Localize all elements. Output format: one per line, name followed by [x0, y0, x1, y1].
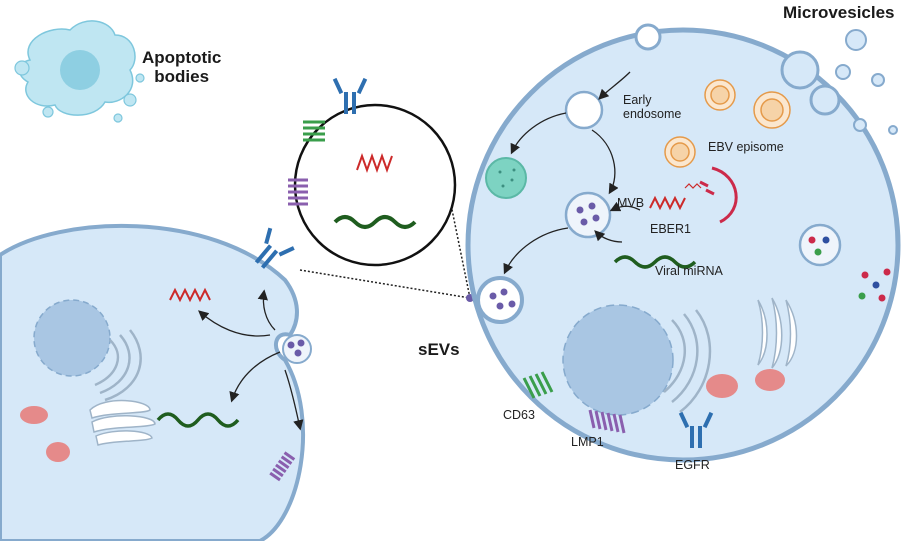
ebv-virion: [664, 79, 791, 168]
mitochondrion: [46, 442, 70, 462]
viral-mirna-green: [156, 412, 240, 428]
viral-mirna: [613, 255, 697, 269]
eber1-label: EBER1: [650, 222, 691, 236]
recipient-nucleus: [33, 299, 111, 377]
mitochondrion: [706, 374, 738, 398]
mitochondrion: [755, 369, 785, 391]
donor-nucleus: [562, 304, 674, 416]
mvb: [564, 191, 612, 239]
lmp1-marker: [588, 409, 626, 434]
cd63-marker: [522, 371, 554, 399]
recipient-cell: [0, 223, 312, 541]
donor-cell: [465, 23, 901, 463]
inset-lmp1: [288, 178, 308, 206]
ebv-episome: [699, 166, 738, 224]
egfr-receptor-recipient: [254, 227, 295, 269]
inset-mirna-green: [333, 215, 417, 229]
early-endosome-label: Early endosome: [623, 93, 682, 121]
inset-rna-red: [356, 153, 393, 173]
lysosome: [485, 157, 527, 199]
uptake-vesicle: [282, 334, 312, 364]
lmp1-label: LMP1: [571, 435, 604, 449]
egfr-label: EGFR: [675, 458, 710, 472]
sevs-label: sEVs: [418, 340, 460, 359]
eber1-rna: [649, 195, 686, 211]
lmp1-recipient: [269, 451, 296, 482]
inset-cd63: [303, 120, 325, 142]
mitochondrion: [20, 406, 48, 424]
donor-golgi: [757, 297, 798, 369]
viral-rna-red: [169, 287, 211, 303]
recipient-golgi: [89, 399, 156, 446]
microvesicles-label: Microvesicles: [783, 3, 895, 22]
mvb-label: MVB: [617, 196, 645, 210]
early-endosome: [564, 90, 604, 130]
apoptotic-body: [14, 20, 145, 123]
viral-mirna-label: Viral miRNA: [655, 264, 723, 278]
apoptotic-bodies-label: Apoptotic bodies: [142, 48, 222, 86]
inset-egfr: [332, 77, 368, 114]
egfr-marker: [678, 411, 714, 448]
cd63-label: CD63: [503, 408, 535, 422]
ebv-episome-label: EBV episome: [708, 140, 784, 154]
zoom-inset: [288, 77, 474, 302]
